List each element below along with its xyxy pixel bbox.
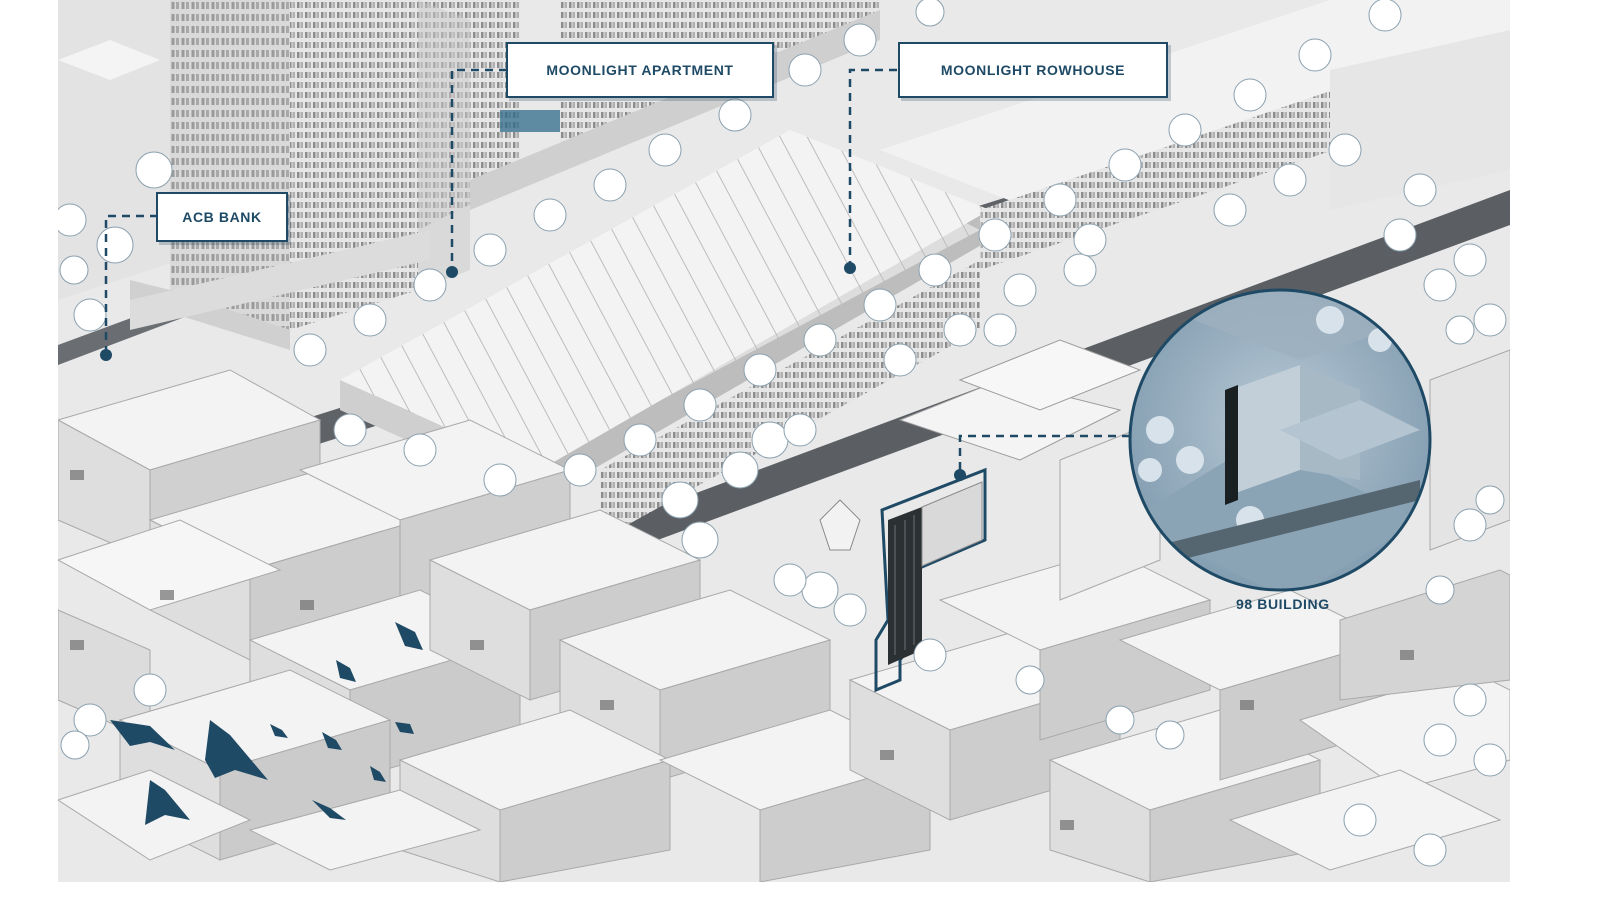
tree-icon (918, 253, 952, 287)
tree-icon (1453, 508, 1487, 542)
tree-icon (73, 298, 107, 332)
tree-icon (801, 571, 839, 609)
tree-icon (59, 255, 89, 285)
tree-icon (403, 433, 437, 467)
tree-icon (1425, 575, 1455, 605)
tree-icon (1368, 0, 1402, 32)
bird-icon (322, 732, 342, 750)
tree-icon (483, 463, 517, 497)
tree-icon (833, 593, 867, 627)
tree-icon (773, 563, 807, 597)
tree-icon (683, 388, 717, 422)
tree-icon (1423, 268, 1457, 302)
tree-icon (353, 303, 387, 337)
tree-icon (915, 0, 945, 27)
bird-icon (395, 622, 423, 650)
tree-icon (943, 313, 977, 347)
tree-icon (681, 521, 719, 559)
tree-icon (1015, 665, 1045, 695)
tree-icon (1168, 113, 1202, 147)
tree-icon (533, 198, 567, 232)
leader-dot-icon (446, 266, 458, 278)
tree-icon (293, 333, 327, 367)
acb-bank-label: ACB BANK (156, 192, 288, 242)
leader-dot-icon (954, 469, 966, 481)
tree-icon (978, 218, 1012, 252)
tree-icon (1403, 173, 1437, 207)
tree-icon (983, 313, 1017, 347)
tree-icon (135, 151, 173, 189)
tree-icon (1383, 218, 1417, 252)
bird-icon (205, 720, 268, 780)
building-98-text: 98 BUILDING (1236, 596, 1330, 612)
tree-icon (913, 638, 947, 672)
tree-icon (1063, 253, 1097, 287)
leader-dot-icon (100, 349, 112, 361)
bird-icon (110, 720, 175, 750)
tree-icon (1273, 163, 1307, 197)
building-98-outline (874, 467, 987, 693)
tree-icon (1213, 193, 1247, 227)
tree-icon (1105, 705, 1135, 735)
tree-icon (1328, 133, 1362, 167)
tree-icon (883, 343, 917, 377)
tree-icon (1155, 720, 1185, 750)
bird-icon (336, 660, 356, 682)
tree-icon (721, 451, 759, 489)
tree-icon (60, 730, 90, 760)
tree-icon (1003, 273, 1037, 307)
bird-icon (145, 780, 190, 825)
bird-icon (395, 722, 414, 734)
bird-icon (312, 800, 346, 820)
tree-icon (133, 673, 167, 707)
tree-icon (751, 421, 789, 459)
tree-icon (1475, 485, 1505, 515)
tree-icon (96, 226, 134, 264)
tree-icon (1413, 833, 1447, 867)
tree-icon (413, 268, 447, 302)
tree-icon (333, 413, 367, 447)
tree-icon (563, 453, 597, 487)
tree-icon (1298, 38, 1332, 72)
moonlight-apartment-text: MOONLIGHT APARTMENT (546, 62, 734, 78)
tree-icon (863, 288, 897, 322)
tree-icon (783, 413, 817, 447)
tree-icon (1073, 223, 1107, 257)
tree-icon (473, 233, 507, 267)
tree-icon (648, 133, 682, 167)
tree-icon (593, 168, 627, 202)
bird-icon (370, 766, 386, 782)
tree-icon (1445, 315, 1475, 345)
bird-icon (270, 724, 288, 738)
tree-icon (1473, 303, 1507, 337)
magnifier-lens (1128, 288, 1432, 592)
moonlight-rowhouse-text: MOONLIGHT ROWHOUSE (940, 62, 1126, 78)
leader-dot-icon (844, 262, 856, 274)
tree-icon (1453, 243, 1487, 277)
tree-icon (73, 703, 107, 737)
tree-icon (1453, 683, 1487, 717)
tree-icon (843, 23, 877, 57)
tree-icon (1233, 78, 1267, 112)
tree-icon (1423, 723, 1457, 757)
tree-icon (53, 203, 87, 237)
tree-icon (1043, 183, 1077, 217)
acb-bank-text: ACB BANK (182, 209, 262, 225)
tree-icon (623, 423, 657, 457)
moonlight-apartment-label: MOONLIGHT APARTMENT (506, 42, 774, 98)
tree-icon (743, 353, 777, 387)
building-98-label: 98 BUILDING (1236, 596, 1330, 612)
tree-icon (1108, 148, 1142, 182)
tree-icon (718, 98, 752, 132)
tree-icon (788, 53, 822, 87)
moonlight-rowhouse-label: MOONLIGHT ROWHOUSE (898, 42, 1168, 98)
tree-icon (803, 323, 837, 357)
tree-icon (1343, 803, 1377, 837)
tree-icon (661, 481, 699, 519)
tree-icon (1473, 743, 1507, 777)
